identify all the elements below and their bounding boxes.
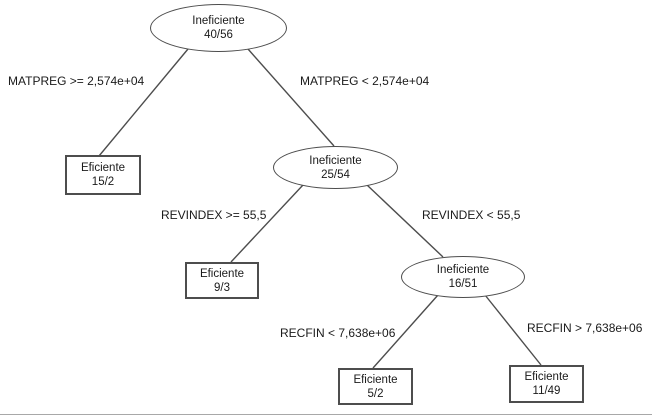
node-internal-2: Ineficiente 25/54	[273, 146, 398, 189]
edge-label-matpreg-ge: MATPREG >= 2,574e+04	[8, 74, 145, 88]
node-label: Ineficiente	[192, 15, 245, 27]
edge-label-recfin-gt: RECFIN > 7,638e+06	[527, 321, 643, 335]
node-label: Eficiente	[80, 162, 126, 174]
edge-root-to-leaf1	[98, 48, 189, 157]
node-value: 25/54	[321, 168, 350, 181]
node-leaf-2: Eficiente 9/3	[185, 262, 259, 299]
node-value: 16/51	[448, 278, 478, 290]
edge-label-revindex-lt: REVINDEX < 55,5	[422, 208, 521, 222]
edge-label-revindex-ge: REVINDEX >= 55,5	[161, 208, 267, 222]
node-label: Ineficiente	[309, 154, 362, 167]
node-label: Eficiente	[524, 371, 569, 383]
edge-node3-to-leaf3	[372, 294, 439, 369]
node-label: Eficiente	[199, 267, 245, 280]
edge-root-to-node2	[247, 48, 335, 147]
node-leaf-1: Eficiente 15/2	[65, 155, 141, 195]
node-leaf-4: Eficiente 11/49	[509, 365, 584, 403]
edge-label-matpreg-lt: MATPREG < 2,574e+04	[300, 74, 430, 88]
node-value: 11/49	[532, 385, 561, 397]
node-label: Ineficiente	[436, 264, 490, 276]
node-value: 5/2	[367, 387, 384, 400]
node-leaf-3: Eficiente 5/2	[338, 368, 413, 405]
edge-node3-to-leaf4	[484, 294, 542, 366]
page-bottom-border	[0, 414, 652, 415]
node-root: Ineficiente 40/56	[150, 4, 287, 52]
node-value: 40/56	[204, 29, 233, 41]
node-value: 9/3	[214, 281, 230, 294]
node-value: 15/2	[91, 176, 115, 188]
node-internal-3: Ineficiente 16/51	[401, 256, 525, 298]
edge-node2-to-leaf2	[230, 184, 304, 263]
node-label: Eficiente	[353, 373, 398, 386]
edge-label-recfin-lt: RECFIN < 7,638e+06	[280, 326, 396, 340]
edge-node2-to-node3	[366, 184, 444, 258]
